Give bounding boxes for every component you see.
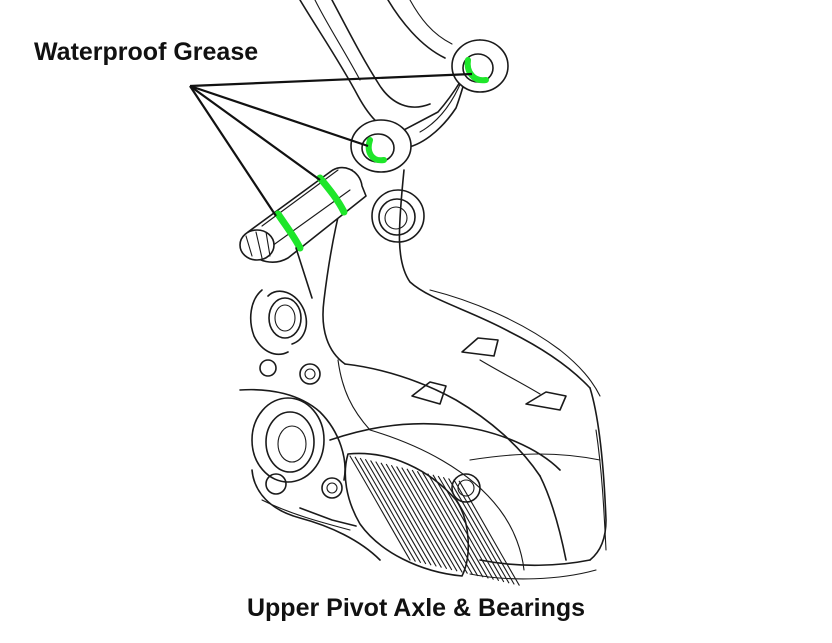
leader-lines: [189, 72, 473, 217]
side-bolt: [451, 473, 481, 503]
grille-slat: [427, 473, 489, 579]
vent-grille: [344, 452, 520, 586]
grille-slat: [370, 460, 432, 566]
motor-housing: [239, 289, 381, 561]
grille-slat: [417, 471, 479, 577]
frame-pivot-bearing-seat: [371, 189, 425, 243]
grille-slat: [385, 463, 447, 569]
grille-slat: [422, 472, 484, 578]
pivot-axle: [239, 166, 367, 299]
grille-slat: [380, 462, 442, 568]
grille-slat: [406, 468, 468, 574]
grille-slat: [458, 480, 520, 586]
link-bearing-front: [350, 119, 412, 173]
bearing-rear: [451, 39, 509, 93]
grille-slat: [453, 479, 515, 585]
grille-slat: [391, 465, 453, 571]
grille-slat: [375, 461, 437, 567]
grille-slat: [411, 469, 473, 575]
frame-body: [322, 169, 607, 580]
grille-slat: [401, 467, 463, 573]
grille-slat: [359, 457, 421, 563]
grille-slat: [365, 459, 427, 565]
grille-slat: [349, 455, 411, 561]
grille-slat: [432, 474, 494, 580]
grease-label: Waterproof Grease: [34, 38, 259, 66]
grille-slat: [448, 478, 510, 584]
diagram-caption: Upper Pivot Axle & Bearings: [246, 594, 586, 622]
grille-slat: [396, 466, 458, 572]
grille-slat: [354, 456, 416, 562]
grille-slat: [437, 475, 499, 581]
grille-slat: [443, 477, 505, 583]
